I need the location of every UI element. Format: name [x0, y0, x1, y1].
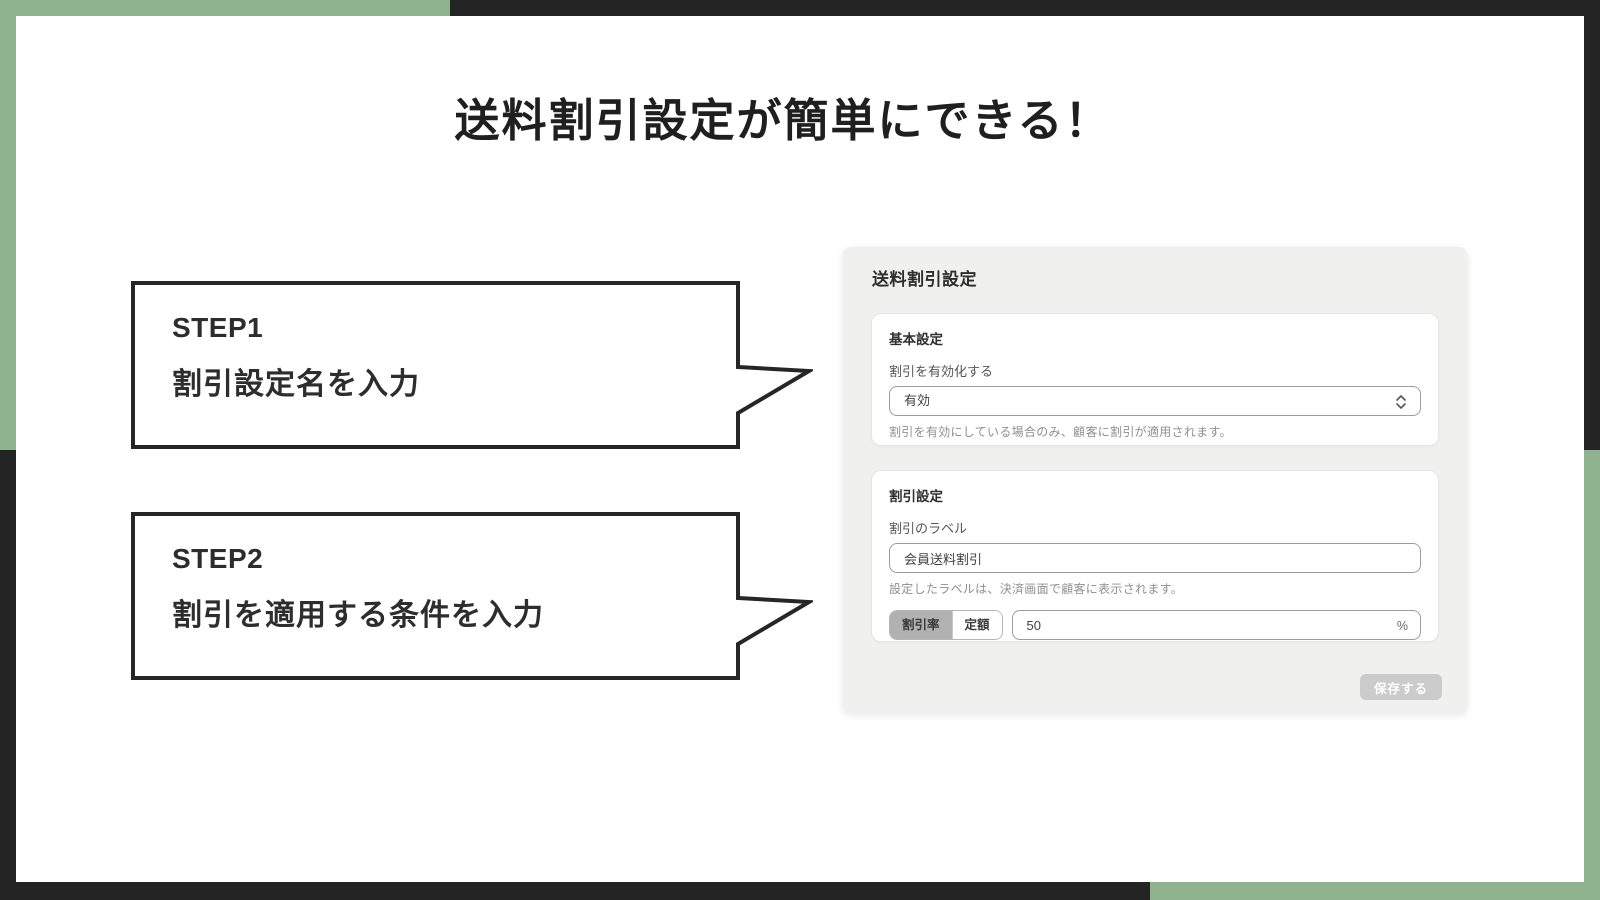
- discount-amount-row: 割引率 定額 %: [889, 610, 1421, 640]
- step-label: STEP2: [172, 543, 264, 574]
- frame-bottom-right-green-band: [1150, 882, 1600, 900]
- step-description: 割引設定名を入力: [172, 368, 420, 401]
- basic-settings-help-text: 割引を有効にしている場合のみ、顧客に割引が適用されます。: [889, 425, 1232, 439]
- frame-right-top-black-band: [1584, 0, 1600, 450]
- discount-type-fixed-button[interactable]: 定額: [951, 611, 1002, 639]
- settings-panel: 送料割引設定 基本設定 割引を有効化する 有効 割引を有効にしている場合のみ、顧…: [843, 247, 1467, 713]
- discount-amount-input-wrap: %: [1011, 610, 1421, 640]
- discount-settings-heading: 割引設定: [889, 489, 943, 504]
- step2-bubble: STEP2 割引を適用する条件を入力: [131, 512, 813, 682]
- frame-left-top-green-band: [0, 0, 16, 450]
- step1-bubble-outline: [131, 281, 813, 449]
- discount-amount-input[interactable]: [1012, 611, 1420, 639]
- step1-bubble: STEP1 割引設定名を入力: [131, 281, 813, 451]
- frame-top-left-green-band: [0, 0, 450, 16]
- discount-settings-card: 割引設定 割引のラベル 設定したラベルは、決済画面で顧客に表示されます。 割引率…: [871, 470, 1439, 642]
- percent-suffix: %: [1396, 619, 1408, 633]
- frame-bottom-left-black-band: [0, 882, 1150, 900]
- basic-settings-heading: 基本設定: [889, 332, 943, 347]
- enable-discount-select[interactable]: 有効: [889, 386, 1421, 416]
- discount-label-field-label: 割引のラベル: [889, 521, 968, 536]
- discount-label-input-wrap: [889, 543, 1421, 573]
- save-button[interactable]: 保存する: [1359, 674, 1442, 700]
- frame-left-bottom-black-band: [0, 450, 16, 900]
- enable-discount-label: 割引を有効化する: [889, 364, 994, 379]
- step2-text: STEP2 割引を適用する条件を入力: [172, 544, 544, 632]
- page-title: 送料割引設定が簡単にできる！: [454, 95, 1112, 146]
- basic-settings-card: 基本設定 割引を有効化する 有効 割引を有効にしている場合のみ、顧客に割引が適用…: [871, 313, 1439, 446]
- discount-type-toggle: 割引率 定額: [889, 610, 1003, 640]
- step-description: 割引を適用する条件を入力: [172, 599, 544, 632]
- enable-discount-select-value: 有効: [904, 393, 931, 408]
- discount-type-rate-button[interactable]: 割引率: [890, 611, 952, 639]
- panel-title: 送料割引設定: [872, 270, 977, 289]
- discount-label-input[interactable]: [890, 544, 1420, 572]
- discount-settings-help-text: 設定したラベルは、決済画面で顧客に表示されます。: [889, 582, 1184, 596]
- step1-text: STEP1 割引設定名を入力: [172, 313, 420, 401]
- frame-top-right-black-band: [450, 0, 1600, 16]
- step-label: STEP1: [172, 312, 264, 343]
- step2-bubble-outline: [131, 512, 813, 680]
- chevron-up-down-icon: [1396, 395, 1406, 409]
- frame-right-bottom-green-band: [1584, 450, 1600, 900]
